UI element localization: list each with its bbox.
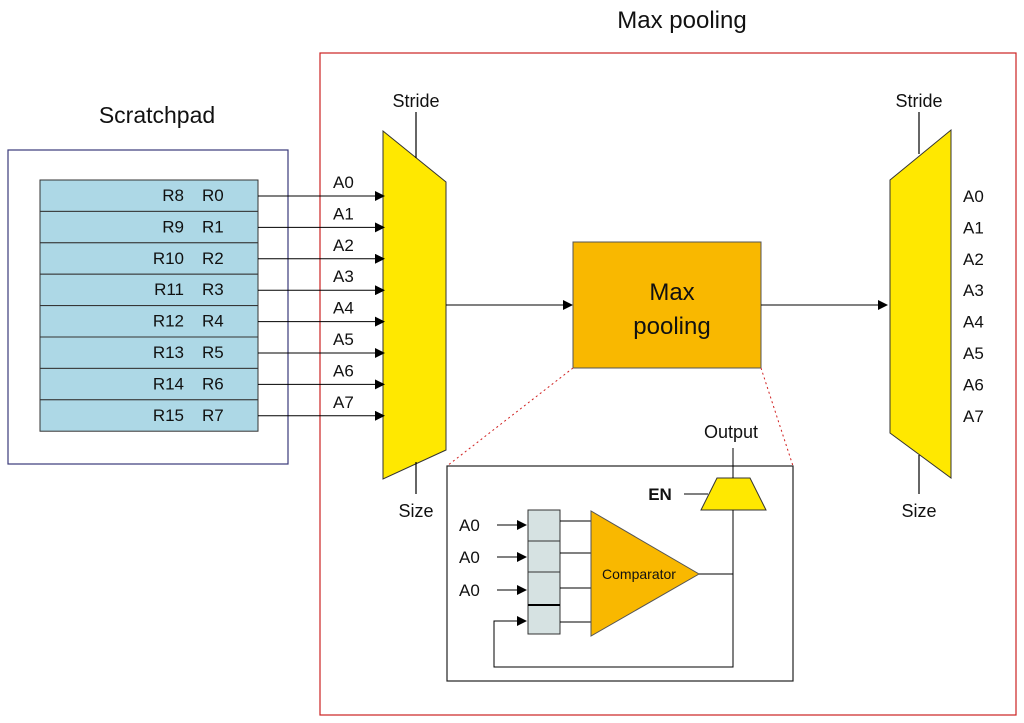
scratchpad-row-left: R10 xyxy=(153,249,184,268)
scratchpad-row-right: R0 xyxy=(202,186,224,205)
scratchpad-row xyxy=(39,210,259,244)
input-label: A1 xyxy=(333,204,354,223)
zoom-line-right xyxy=(760,367,794,467)
input-label: A7 xyxy=(333,393,354,412)
comparator-label: Comparator xyxy=(602,566,676,582)
scratchpad-row-right: R6 xyxy=(202,374,224,393)
input-label: A6 xyxy=(333,361,354,380)
input-label: A5 xyxy=(333,330,354,349)
output-mux-size-label: Size xyxy=(901,501,936,521)
output-mux xyxy=(889,128,952,479)
scratchpad-row-left: R15 xyxy=(153,406,184,425)
output-label-item: A7 xyxy=(963,407,984,426)
scratchpad-row-left: R11 xyxy=(154,280,184,299)
detail-input-label: A0 xyxy=(459,548,480,567)
input-label: A0 xyxy=(333,173,354,192)
output-label-item: A4 xyxy=(963,313,984,332)
output-label-item: A6 xyxy=(963,375,984,394)
feedback-path xyxy=(493,510,734,668)
scratchpad-row-right: R2 xyxy=(202,249,224,268)
detail-input-label: A0 xyxy=(459,581,480,600)
scratchpad-row-left: R8 xyxy=(162,186,184,205)
scratchpad-row-right: R3 xyxy=(202,280,224,299)
output-label-item: A0 xyxy=(963,187,984,206)
scratchpad-row xyxy=(39,179,259,212)
scratchpad-row-left: R12 xyxy=(153,312,184,331)
scratchpad-row-right: R5 xyxy=(202,343,224,362)
scratchpad-row-left: R13 xyxy=(153,343,184,362)
output-label-item: A5 xyxy=(963,344,984,363)
scratchpad-row-left: R9 xyxy=(162,217,184,236)
output-mux-stride-label: Stride xyxy=(895,91,942,111)
scratchpad-row xyxy=(39,336,259,369)
output-label: Output xyxy=(704,422,758,442)
max-block-line1: Max xyxy=(649,279,694,306)
comparator xyxy=(590,510,700,637)
register-cell xyxy=(527,509,561,542)
diagram-title: Max pooling xyxy=(617,7,746,34)
scratchpad-label: Scratchpad xyxy=(99,102,215,128)
detail-input-label: A0 xyxy=(459,516,480,535)
max-block-line2: pooling xyxy=(633,313,710,340)
zoom-line-left xyxy=(446,367,574,467)
en-label: EN xyxy=(648,485,672,504)
input-mux-size-label: Size xyxy=(398,501,433,521)
scratchpad-row xyxy=(39,273,259,307)
output-label-item: A2 xyxy=(963,250,984,269)
input-mux xyxy=(382,129,447,480)
scratchpad-row-right: R7 xyxy=(202,406,224,425)
register-cell xyxy=(527,571,561,606)
scratchpad-row xyxy=(39,399,259,432)
input-label: A3 xyxy=(333,267,354,286)
input-label: A4 xyxy=(333,299,354,318)
register-cell xyxy=(527,540,561,573)
max-pooling-block xyxy=(572,241,762,369)
register-cell xyxy=(527,604,561,635)
register-stack xyxy=(527,509,561,635)
input-label: A2 xyxy=(333,236,354,255)
scratchpad-row xyxy=(39,367,259,401)
input-mux-stride-label: Stride xyxy=(392,91,439,111)
scratchpad-row xyxy=(39,305,259,338)
output-enable-buffer xyxy=(700,477,767,511)
scratchpad-row xyxy=(39,242,259,275)
scratchpad-row-right: R4 xyxy=(202,312,224,331)
output-label-item: A1 xyxy=(963,218,984,237)
scratchpad-row-right: R1 xyxy=(202,217,224,236)
scratchpad-frame xyxy=(7,149,289,465)
output-label-item: A3 xyxy=(963,281,984,300)
scratchpad-row-left: R14 xyxy=(153,374,184,393)
